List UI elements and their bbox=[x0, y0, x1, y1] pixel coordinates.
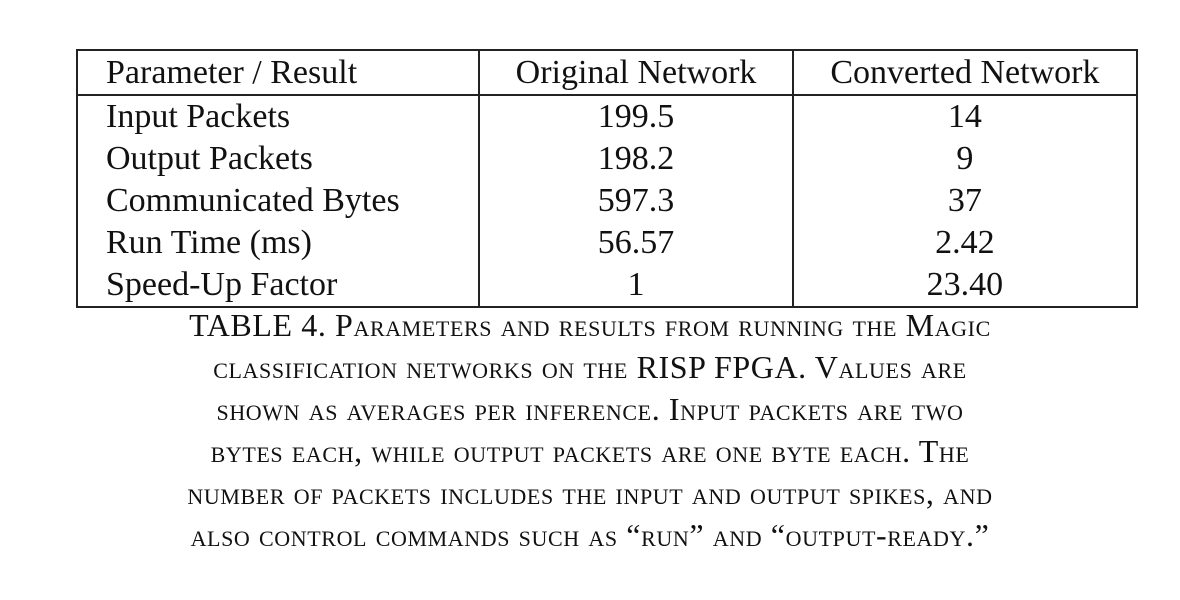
original-value: 199.5 bbox=[478, 95, 793, 138]
converted-value: 14 bbox=[791, 95, 1137, 138]
row-label: Speed-Up Factor bbox=[106, 266, 338, 303]
table-caption: TABLE 4. Parameters and results from run… bbox=[30, 304, 1150, 556]
table-row: Input Packets 199.5 14 bbox=[77, 95, 1137, 138]
caption-line: TABLE 4. Parameters and results from run… bbox=[189, 307, 991, 343]
column-header-parameter: Parameter / Result bbox=[77, 50, 480, 96]
column-header-converted-network: Converted Network bbox=[791, 50, 1137, 96]
caption-line: classification networks on the RISP FPGA… bbox=[213, 349, 967, 385]
table-header-row: Parameter / Result Original Network Conv… bbox=[77, 50, 1137, 96]
converted-value: 23.40 bbox=[791, 264, 1137, 307]
results-table: Parameter / Result Original Network Conv… bbox=[76, 49, 1138, 308]
row-label: Input Packets bbox=[106, 98, 291, 135]
caption-line: also control commands such as “run” and … bbox=[190, 517, 990, 553]
original-value: 56.57 bbox=[478, 222, 793, 264]
row-label: Output Packets bbox=[106, 140, 313, 177]
row-label: Communicated Bytes bbox=[106, 182, 400, 219]
converted-value: 9 bbox=[791, 138, 1137, 180]
row-label: Run Time (ms) bbox=[106, 224, 312, 261]
table-row: Output Packets 198.2 9 bbox=[77, 138, 1137, 180]
original-value: 198.2 bbox=[478, 138, 793, 180]
table-row: Communicated Bytes 597.3 37 bbox=[77, 180, 1137, 222]
original-value: 597.3 bbox=[478, 180, 793, 222]
converted-value: 37 bbox=[791, 180, 1137, 222]
caption-line: shown as averages per inference. Input p… bbox=[216, 391, 964, 427]
table-row: Speed-Up Factor 1 23.40 bbox=[77, 264, 1137, 307]
column-header-original-network: Original Network bbox=[478, 50, 793, 96]
table-row: Run Time (ms) 56.57 2.42 bbox=[77, 222, 1137, 264]
converted-value: 2.42 bbox=[791, 222, 1137, 264]
caption-line: bytes each, while output packets are one… bbox=[210, 433, 970, 469]
original-value: 1 bbox=[478, 264, 793, 307]
caption-line: number of packets includes the input and… bbox=[187, 475, 993, 511]
